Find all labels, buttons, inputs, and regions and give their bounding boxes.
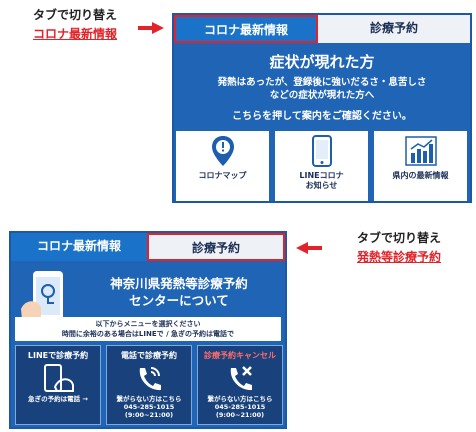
center-title: 神奈川県発熱等診療予約 センターについて: [79, 275, 279, 309]
smartphone-icon: [275, 131, 368, 171]
annotation-bottom: タブで切り替え 発熱等診療予約: [334, 229, 464, 265]
cancel-appointment-sub: 繋がらない方はこちら 045-285-1015 (9:00~21:00): [198, 395, 282, 419]
banner-body-line1: 発熱はあったが、登録後に強いだるさ・息苦しさ: [217, 77, 427, 88]
phone-appointment-number: 045-285-1015: [123, 403, 175, 411]
menu-notice-line2: 時間に余裕のある場合はLINEで / 急ぎの予約は電話で: [61, 330, 235, 338]
banner-heading: 症状が現れた方: [269, 53, 375, 71]
cancel-appointment-number: 045-285-1015: [214, 403, 266, 411]
phone-call-icon: [107, 361, 191, 395]
banner-body: 発熱はあったが、登録後に強いだるさ・息苦しさ などの症状が現れた方へ: [178, 76, 466, 102]
corona-info-panel: コロナ最新情報 診療予約 症状が現れた方 発熱はあったが、登録後に強いだるさ・息…: [172, 13, 472, 203]
annotation-bottom-line2: 発熱等診療予約: [356, 250, 441, 264]
prefecture-info-label: 県内の最新情報: [392, 171, 449, 180]
menu-cards: コロナマップ LINEコロナ お知らせ: [176, 131, 468, 201]
banner-body-line2: などの症状が現れた方へ: [269, 90, 375, 101]
phone-appointment-card[interactable]: 電話で診療予約 繋がらない方はこちら 045-285-1015 (9:00~21…: [106, 345, 192, 425]
line-appointment-card[interactable]: LINEで診療予約 急ぎの予約は電話 →: [15, 345, 101, 425]
phone-appointment-sub1: 繋がらない方はこちら: [116, 395, 182, 403]
tab-corona-latest[interactable]: コロナ最新情報: [11, 233, 147, 261]
symptom-banner[interactable]: 症状が現れた方 発熱はあったが、登録後に強いだるさ・息苦しさ などの症状が現れた…: [178, 45, 466, 129]
annotation-top: タブで切り替え コロナ最新情報: [20, 6, 130, 42]
appointment-panel: コロナ最新情報 診療予約 神奈川県発熱等診療予約 センターについて 以下からメニ…: [9, 231, 287, 429]
tab-corona-latest[interactable]: コロナ最新情報: [174, 15, 318, 43]
menu-notice-line1: 以下からメニューを選択ください: [95, 320, 201, 328]
cancel-appointment-hours: (9:00~21:00): [215, 411, 265, 419]
phone-appointment-sub: 繋がらない方はこちら 045-285-1015 (9:00~21:00): [107, 395, 191, 419]
tab-appointment[interactable]: 診療予約: [318, 15, 470, 43]
line-appointment-title: LINEで診療予約: [27, 351, 89, 360]
phone-appointment-hours: (9:00~21:00): [124, 411, 174, 419]
corona-map-label: コロナマップ: [198, 171, 247, 180]
cancel-appointment-sub1: 繋がらない方はこちら: [207, 395, 273, 403]
cancel-appointment-card[interactable]: 診療予約キャンセル 繋がらない方はこちら 045-285-1015 (9:00~…: [197, 345, 283, 425]
location-pin-icon: [176, 131, 269, 171]
appointment-cards: LINEで診療予約 急ぎの予約は電話 → 電話で診療予約 繋がらない方はこちら: [15, 345, 283, 425]
annotation-bottom-line1: タブで切り替え: [356, 231, 441, 245]
arrow-right-icon: [138, 22, 164, 34]
prefecture-info-card[interactable]: 県内の最新情報: [374, 131, 467, 201]
line-corona-label-line2: お知らせ: [305, 181, 338, 190]
corona-map-card[interactable]: コロナマップ: [176, 131, 269, 201]
line-appointment-sub: 急ぎの予約は電話 →: [28, 395, 88, 403]
arrow-left-icon: [296, 242, 322, 254]
tab-appointment[interactable]: 診療予約: [147, 233, 285, 261]
center-title-line1: 神奈川県発熱等診療予約: [110, 276, 248, 291]
line-corona-label: LINEコロナ お知らせ: [275, 171, 368, 191]
phone-appointment-title: 電話で診療予約: [121, 351, 177, 360]
cancel-appointment-title: 診療予約キャンセル: [204, 351, 276, 360]
bar-chart-icon: [374, 131, 467, 171]
banner-cta: こちらを押して案内をご確認ください。: [232, 111, 412, 122]
tab-bar: コロナ最新情報 診療予約: [11, 233, 285, 261]
line-corona-card[interactable]: LINEコロナ お知らせ: [275, 131, 368, 201]
menu-notice: 以下からメニューを選択ください 時間に余裕のある場合はLINEで / 急ぎの予約…: [15, 317, 281, 341]
phone-hand-icon: [16, 361, 100, 395]
center-title-line2: センターについて: [129, 293, 229, 308]
tab-bar: コロナ最新情報 診療予約: [174, 15, 470, 43]
annotation-top-line2: コロナ最新情報: [32, 27, 117, 41]
line-corona-label-line1: LINEコロナ: [299, 171, 344, 180]
phone-cancel-icon: [198, 361, 282, 395]
annotation-top-line1: タブで切り替え: [32, 8, 117, 22]
